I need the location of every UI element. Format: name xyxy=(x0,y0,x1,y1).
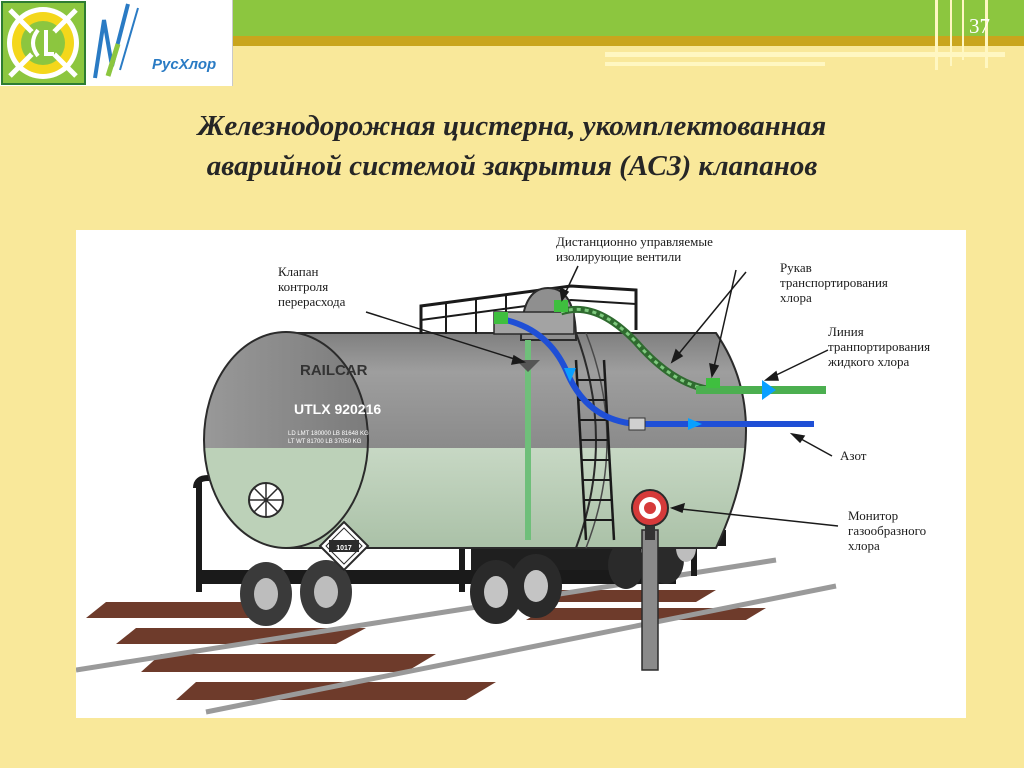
wheel-set xyxy=(240,530,696,626)
callout-transfer-hose: Рукав транспортирования хлора xyxy=(780,260,888,305)
title-line-1: Железнодорожная цистерна, укомплектованн… xyxy=(197,110,827,142)
callout-liquid-line: Линия транпортирования жидкого хлора xyxy=(828,324,931,369)
header-band xyxy=(232,0,1024,70)
diagram-illustration: RAILCAR UTLX 920216 LD LMT 180000 LB 816… xyxy=(76,265,839,715)
tank-weight-marking-2: LT WT 81700 LB 37050 KG xyxy=(288,439,362,445)
page-number: 37 xyxy=(969,14,990,38)
isolation-valve-icon-3 xyxy=(554,300,568,312)
callout-gas-monitor: Монитор газообразного хлора xyxy=(848,508,927,553)
callout-flow-valve: Клапан контроля перерасхода xyxy=(278,264,346,309)
isolation-valve-icon xyxy=(706,378,720,388)
liquid-chlorine-line xyxy=(696,386,826,394)
tank-name-marking: RAILCAR xyxy=(300,362,368,379)
gas-monitor xyxy=(631,489,669,671)
logo-area: РусХлор xyxy=(0,0,233,86)
tank-weight-marking-1: LD LMT 180000 LB 81648 KG xyxy=(288,431,369,437)
brand-name: РусХлор xyxy=(152,56,217,73)
isolation-valve-icon-2 xyxy=(494,312,508,324)
tank-body xyxy=(203,331,747,572)
tank-car-diagram: RAILCAR UTLX 920216 LD LMT 180000 LB 816… xyxy=(76,230,966,718)
callout-leaders xyxy=(365,265,839,527)
slide-title: Железнодорожная цистерна, укомплектованн… xyxy=(60,106,964,186)
tank-number-marking: UTLX 920216 xyxy=(294,401,381,417)
callout-nitrogen: Азот xyxy=(840,448,867,463)
transfer-hose xyxy=(559,305,717,394)
title-line-2: аварийной системой закрытия (АСЗ) клапан… xyxy=(206,150,818,182)
eduction-pipe xyxy=(525,340,531,540)
hazard-placard-number: 1017 xyxy=(336,545,352,552)
company-logo xyxy=(1,1,139,85)
callout-isolation-valves: Дистанционно управляемые изолирующие вен… xyxy=(556,234,713,264)
